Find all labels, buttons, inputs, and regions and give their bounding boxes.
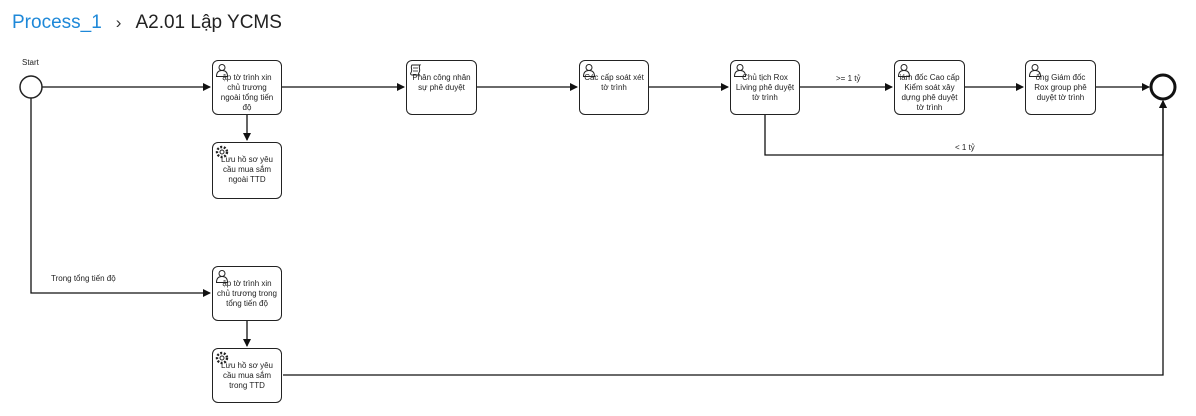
task-label: Lưu hồ sơ yêu cầu mua sắm ngoài TTD	[221, 155, 273, 184]
gear-icon	[215, 351, 229, 365]
task-label: ập tờ trình xin chủ trương trong tổng ti…	[217, 279, 277, 308]
user-icon	[1028, 64, 1042, 77]
breadcrumb: Process_1 › A2.01 Lập YCMS	[12, 10, 282, 36]
task-label: Chủ tịch Rox Living phê duyệt tờ trình	[735, 73, 795, 102]
task-lap-to-trinh-trong-ttd[interactable]: ập tờ trình xin chủ trương trong tổng ti…	[212, 266, 282, 321]
breadcrumb-separator: ›	[115, 13, 122, 32]
flow-t9-to-end	[283, 100, 1167, 376]
flow-label-ge-1ty: >= 1 tỷ	[836, 74, 861, 83]
start-event-label: Start	[22, 58, 39, 67]
user-icon	[215, 270, 229, 283]
task-label: ập tờ trình xin chủ trương ngoài tổng ti…	[220, 73, 274, 112]
user-icon	[582, 64, 596, 77]
start-event[interactable]	[19, 75, 43, 99]
user-icon	[897, 64, 911, 77]
user-icon	[733, 64, 747, 77]
end-event[interactable]	[1149, 73, 1177, 101]
task-phan-cong-nhan-su[interactable]: Phân công nhân sự phê duyệt	[406, 60, 477, 115]
task-tong-giam-doc-rox-group[interactable]: ổng Giám đốc Rox group phê duyệt tờ trìn…	[1025, 60, 1096, 115]
task-giam-doc-kiem-soat[interactable]: iám đốc Cao cấp Kiểm soát xây dựng phê d…	[894, 60, 965, 115]
task-label: Lưu hồ sơ yêu cầu mua sắm trong TTD	[221, 361, 273, 390]
breadcrumb-process-link[interactable]: Process_1	[12, 12, 102, 33]
breadcrumb-current-page: A2.01 Lập YCMS	[135, 12, 282, 33]
task-label: Phân công nhân sự phê duyệt	[412, 73, 471, 92]
task-luu-ho-so-trong-ttd[interactable]: Lưu hồ sơ yêu cầu mua sắm trong TTD	[212, 348, 282, 403]
task-luu-ho-so-ngoai-ttd[interactable]: Lưu hồ sơ yêu cầu mua sắm ngoài TTD	[212, 142, 282, 199]
flow-label-in-schedule: Trong tổng tiến độ	[51, 274, 116, 283]
script-icon	[410, 64, 422, 76]
task-label: ổng Giám đốc Rox group phê duyệt tờ trìn…	[1034, 73, 1087, 102]
task-label: Các cấp soát xét tờ trình	[584, 73, 644, 92]
gear-icon	[215, 145, 229, 159]
flow-label-lt-1ty: < 1 tỷ	[955, 143, 975, 152]
task-lap-to-trinh-ngoai-ttd[interactable]: ập tờ trình xin chủ trương ngoài tổng ti…	[212, 60, 282, 115]
task-chu-tich-rox-living[interactable]: Chủ tịch Rox Living phê duyệt tờ trình	[730, 60, 800, 115]
task-label: iám đốc Cao cấp Kiểm soát xây dựng phê d…	[899, 73, 960, 112]
user-icon	[215, 64, 229, 77]
task-cac-cap-soat-xet[interactable]: Các cấp soát xét tờ trình	[579, 60, 649, 115]
flow-start-to-t8	[30, 98, 211, 297]
